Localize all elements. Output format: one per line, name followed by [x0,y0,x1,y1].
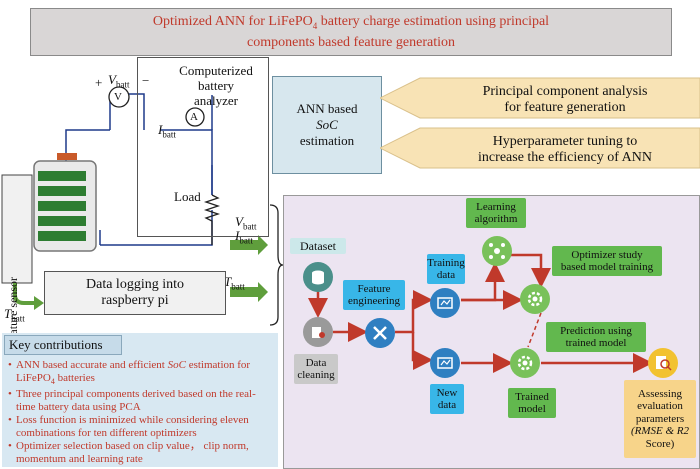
pca-label: Principal component analysis for feature… [482,84,648,115]
key-item: Optimizer selection based on clip value，… [8,440,274,466]
key-item: Three principal components derived based… [8,388,274,414]
new-data-icon [430,348,460,378]
t-batt-sensor-label: Tbatt [4,306,25,324]
arrow-training-learning [461,262,505,302]
key-item: ANN based accurate and efficient SoC est… [8,359,274,388]
output-arrow-vi [230,235,268,255]
data-logging-box: Data logging into raspberry pi [44,271,226,315]
title-line-2: components based feature generation [247,35,455,51]
dataset-chip: Dataset [290,238,346,254]
wire-voltmeter-right [128,93,145,130]
ammeter-label: A [190,111,198,123]
output-arrow-t [230,282,268,302]
battery-cell-2 [38,186,86,196]
out-v-batt-label: Vbatt [235,214,257,232]
data-cleaning-icon [303,317,333,347]
bracket [269,204,284,326]
title-banner: Optimized ANN for LiFePO4 battery charge… [30,8,672,56]
key-contributions-panel: Key contributions ANN based accurate and… [2,333,278,467]
battery-cell-5 [38,231,86,241]
analyzer-label: Computerized battery analyzer [179,63,253,108]
dashed-optimizer-trained [527,312,542,348]
assessment-icon [648,348,678,378]
load-label: Load [174,189,201,204]
load-resistor-icon [203,194,221,245]
battery-cell-4 [38,216,86,226]
assessment-chip: Assessing evaluation parameters (RMSE & … [624,380,696,458]
arrow-feature-new [411,332,433,370]
temperature-sensor-box [1,174,33,284]
voltmeter-icon [108,86,130,108]
i-batt-label: Ibatt [158,122,176,140]
arrow-learning-optimizer [511,253,551,288]
ann-soc-box: ANN based SoC estimation [272,76,382,174]
pca-arrow [380,77,700,119]
database-icon [303,262,333,292]
training-data-icon [430,288,460,318]
v-batt-label: Vbatt [108,72,130,90]
circuit-diagram [1,86,284,326]
title-line-1: Optimized ANN for LiFePO4 battery charge… [152,13,550,31]
key-contributions-list: ANN based accurate and efficient SoC est… [2,359,278,466]
feature-engineering-icon [365,318,395,348]
analyzer-panel [137,57,269,237]
battery-cell-1 [38,171,86,181]
hyperparameter-label: Hyperparameter tuning to increase the ef… [478,134,652,165]
minus-sign: − [142,73,150,88]
ammeter-icon [185,107,205,127]
key-item: Loss function is minimized while conside… [8,414,274,440]
out-i-batt-label: Ibatt [235,228,253,246]
out-t-batt-label: Tbatt [224,274,245,292]
hyperparameter-arrow [380,127,700,169]
voltmeter-label: V [114,91,122,103]
workflow-connectors [308,253,653,373]
battery-cell-3 [38,201,86,211]
ann-arrows [380,77,700,169]
sensor-arrow [13,283,44,310]
battery-terminal [57,153,77,160]
optimizer-gear-icon [520,284,550,314]
arrow-feature-training [395,290,433,334]
trained-model-gear-icon [510,348,540,378]
plus-sign: + [95,75,103,90]
learning-algorithm-icon [482,236,512,266]
key-contributions-heading: Key contributions [4,335,122,355]
